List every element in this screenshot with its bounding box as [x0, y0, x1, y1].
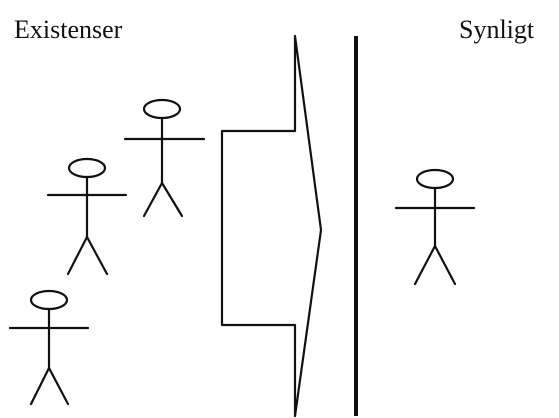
funnel-shape	[220, 34, 323, 418]
existens-figure-middle	[46, 157, 128, 276]
existens-figure-bottom	[8, 289, 90, 406]
synligt-figure	[394, 168, 476, 286]
synligt-label: Synligt	[459, 15, 535, 44]
existens-figure-top	[123, 98, 206, 218]
existenser-label: Existenser	[14, 15, 123, 44]
